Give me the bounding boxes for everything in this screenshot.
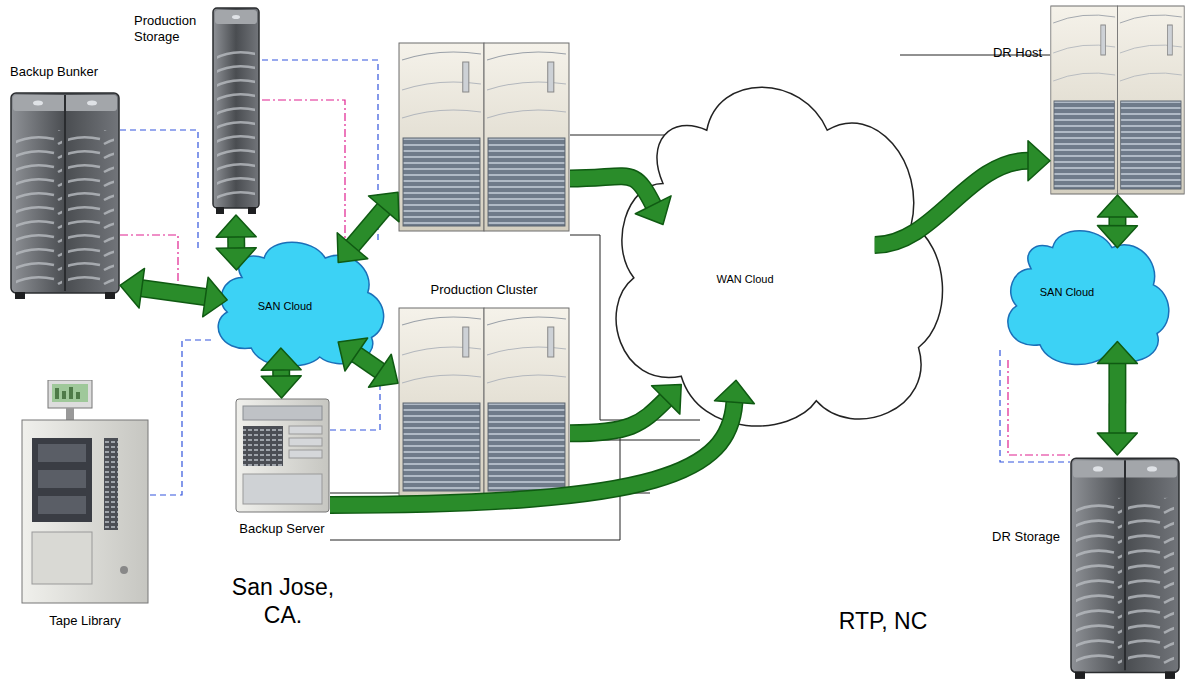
storage-tower (213, 8, 259, 214)
network-cloud: WAN Cloud (590, 40, 955, 450)
equipment-node: Production Storage (212, 5, 260, 215)
arrow-head (120, 268, 145, 308)
equipment-node: Production Cluster (398, 42, 570, 497)
device-label-holder: DR Host (993, 45, 1042, 61)
arrow-head (652, 384, 682, 414)
arrow-body (570, 400, 666, 433)
server-cabinet (399, 43, 569, 231)
arrow-head (369, 354, 398, 387)
cloud-shape (218, 242, 383, 366)
device-label-holder: Production Storage (134, 13, 206, 44)
server-cabinet (1051, 6, 1184, 194)
site-label: San Jose, CA. (224, 574, 342, 629)
equipment-node: Backup Server (235, 398, 330, 513)
storage-cabinet (1071, 458, 1179, 679)
arrow-body (274, 370, 289, 376)
cloud-outline (205, 225, 390, 375)
cloud-label: SAN Cloud (1040, 286, 1094, 299)
network-cloud: SAN Cloud (995, 212, 1175, 374)
device-label: DR Host (993, 45, 1042, 61)
device-label-holder: DR Storage (992, 529, 1060, 545)
arrow-body-edge (272, 370, 290, 376)
arrow-head (1028, 141, 1050, 181)
device-label-holder: Backup Bunker (10, 64, 98, 80)
equipment-node: Backup Bunker (10, 90, 120, 300)
site-label-holder: San Jose, CA. (224, 574, 342, 629)
arrow-head (203, 277, 228, 317)
cloud-label: WAN Cloud (716, 273, 773, 286)
tower-server (236, 399, 329, 512)
cloud-label: SAN Cloud (258, 300, 312, 313)
arrow-body-edge (1108, 217, 1126, 226)
fibre-wire (150, 340, 212, 495)
device-label: Tape Library (49, 613, 121, 629)
fibre-wire (262, 60, 378, 240)
device-label: Production Cluster (431, 282, 538, 298)
fibre-wire (1008, 360, 1070, 455)
cloud-label-holder: WAN Cloud (716, 273, 773, 286)
device-label-holder: Tape Library (49, 613, 121, 629)
arrow-body (1110, 217, 1125, 226)
green-arrow (1097, 342, 1137, 455)
device-label: Backup Bunker (10, 64, 98, 80)
server-cabinet (399, 308, 569, 496)
fibre-wire (1000, 350, 1070, 462)
arrow-body (229, 237, 244, 248)
device-label: Backup Server (239, 521, 324, 537)
arrow-body (352, 209, 383, 246)
green-arrow (120, 268, 227, 316)
fibre-wire (120, 130, 198, 250)
arrow-head (338, 338, 367, 371)
cloud-shape (616, 87, 942, 426)
fibre-wire (262, 100, 345, 240)
storage-cabinet (11, 93, 119, 299)
cloud-label-holder: SAN Cloud (1040, 286, 1094, 299)
arrow-body (356, 354, 380, 370)
cloud-outline (590, 40, 955, 450)
green-arrow (337, 192, 399, 262)
arrow-body (142, 288, 206, 297)
arrow-head (261, 376, 301, 398)
arrow-body (330, 402, 734, 505)
arrow-head (369, 192, 399, 222)
device-label: Production Storage (134, 13, 206, 44)
arrow-body (1110, 364, 1125, 433)
green-arrow (570, 176, 671, 224)
equipment-node: DR Storage (1070, 455, 1180, 680)
network-cloud: SAN Cloud (205, 225, 390, 375)
device-label: DR Storage (992, 529, 1060, 545)
equipment-node: Tape Library (20, 380, 150, 605)
site-label-holder: RTP, NC (839, 608, 928, 636)
device-label-holder: Production Cluster (431, 282, 538, 298)
device-label-holder: Backup Server (239, 521, 324, 537)
tape-library-unit (22, 380, 148, 603)
arrow-body-edge (570, 400, 666, 433)
site-label: RTP, NC (839, 608, 928, 636)
arrow-body-edge (330, 402, 734, 505)
green-arrow (330, 380, 754, 505)
equipment-node: DR Host (1050, 5, 1185, 195)
green-arrow (570, 384, 681, 433)
cloud-shape (1008, 231, 1169, 365)
arrow-body-edge (356, 354, 380, 370)
arrow-head (337, 233, 367, 263)
arrow-head (1097, 195, 1137, 217)
arrow-body-edge (352, 209, 383, 246)
arrow-body-edge (1108, 364, 1126, 433)
arrow-body-edge (227, 237, 245, 248)
arrow-body-edge (142, 288, 206, 297)
arrow-head (1097, 433, 1137, 455)
cloud-label-holder: SAN Cloud (258, 300, 312, 313)
arrow-head (216, 215, 256, 237)
